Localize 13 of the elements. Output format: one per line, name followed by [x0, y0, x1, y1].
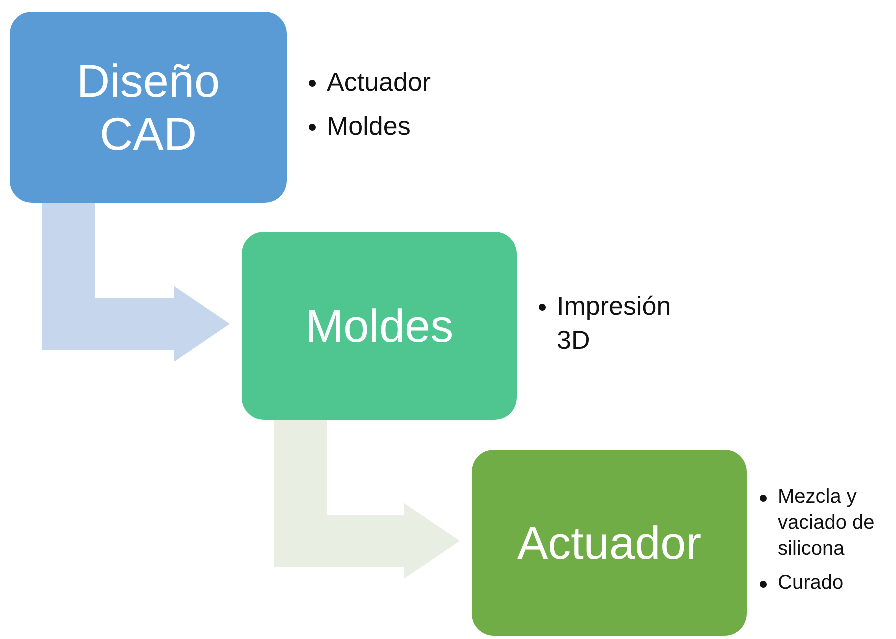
step-title: Diseño CAD — [76, 54, 222, 160]
bullet-item: Mezcla y vaciado de silicona — [778, 484, 896, 562]
bent-arrow — [274, 420, 460, 580]
step-title: Moldes — [305, 300, 454, 352]
bullet-item: Curado — [778, 570, 896, 596]
bullet-item: Actuador — [327, 66, 497, 100]
process-box — [472, 450, 747, 636]
bullet-item: Moldes — [327, 110, 497, 144]
process-box — [242, 232, 517, 420]
process-box — [10, 12, 287, 203]
bent-arrow — [42, 203, 230, 362]
bullet-item: Impresión 3D — [557, 290, 707, 358]
step-title: Actuador — [517, 516, 702, 570]
